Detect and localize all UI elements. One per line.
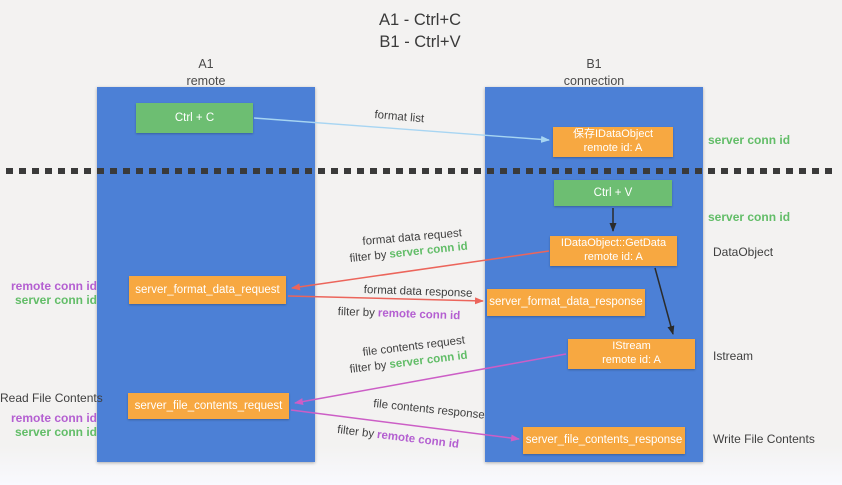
server-format-data-request-box: server_format_data_request [129,276,286,304]
save-dataobject-box: 保存IDataObject remote id: A [553,127,673,157]
ctrl-c-box: Ctrl + C [136,103,253,133]
save-dataobject-line2: remote id: A [583,142,643,154]
remote-conn-id-text: remote conn id [376,428,460,451]
server-file-contents-response-box: server_file_contents_response [523,427,685,454]
server-format-data-response-label: server_format_data_response [489,296,643,309]
filter-by-text: filter by [349,249,388,265]
istream-box: IStream remote id: A [568,339,695,369]
lifeline-b1-header: B1 connection [534,56,654,90]
getdata-line1: IDataObject::GetData [560,237,667,250]
remote-conn-id-annotation: remote conn id [10,279,97,293]
save-dataobject-line1: 保存IDataObject [572,128,654,141]
istream-line1: IStream [612,340,651,353]
file-left-conn-ids: remote conn id server conn id [0,411,97,439]
remote-conn-id-text: remote conn id [377,307,461,323]
ctrl-c-label: Ctrl + C [174,111,215,124]
ctrl-v-label: Ctrl + V [593,186,633,199]
server-file-contents-response-label: server_file_contents_response [525,434,683,447]
server-conn-id-annotation-top: server conn id [708,133,791,147]
lifeline-a1-subtitle: remote [186,73,226,88]
server-conn-id-annotation: server conn id [14,293,97,307]
getdata-line2: remote id: A [584,251,643,263]
server-file-contents-request-label: server_file_contents_request [134,399,283,412]
phase-separator-dotted-line [6,168,836,174]
dataobject-annotation: DataObject [713,245,774,259]
istream-annotation: Istream [713,349,754,363]
diagram-title: A1 - Ctrl+C B1 - Ctrl+V [300,10,540,54]
title-line-2: B1 - Ctrl+V [379,32,461,51]
title-line-1: A1 - Ctrl+C [378,11,462,29]
lifeline-a1-id: A1 [198,57,214,71]
server-file-contents-request-box: server_file_contents_request [128,393,289,419]
filter-by-text: filter by [337,306,376,320]
ctrl-v-box: Ctrl + V [554,180,672,206]
server-conn-id-annotation-mid: server conn id [708,210,791,224]
lifeline-b1-subtitle: connection [563,73,625,88]
format-left-conn-ids: remote conn id server conn id [0,279,97,307]
lifeline-b1-id: B1 [586,57,602,71]
file-contents-response-label: file contents response [372,398,486,422]
format-list-label: format list [373,109,425,126]
format-data-response-label: format data response [363,284,473,300]
getdata-box: IDataObject::GetData remote id: A [550,236,677,266]
istream-line2: remote id: A [602,354,661,366]
filter-by-text: filter by [349,359,388,376]
server-format-data-response-box: server_format_data_response [487,289,645,316]
read-file-contents-annotation: Read File Contents [0,391,103,405]
remote-conn-id-annotation: remote conn id [10,411,97,425]
server-format-data-request-label: server_format_data_request [135,283,280,296]
write-file-contents-annotation: Write File Contents [713,432,815,446]
lifeline-a1-header: A1 remote [146,56,266,90]
server-conn-id-annotation: server conn id [14,425,97,439]
filter-by-text: filter by [336,424,375,441]
